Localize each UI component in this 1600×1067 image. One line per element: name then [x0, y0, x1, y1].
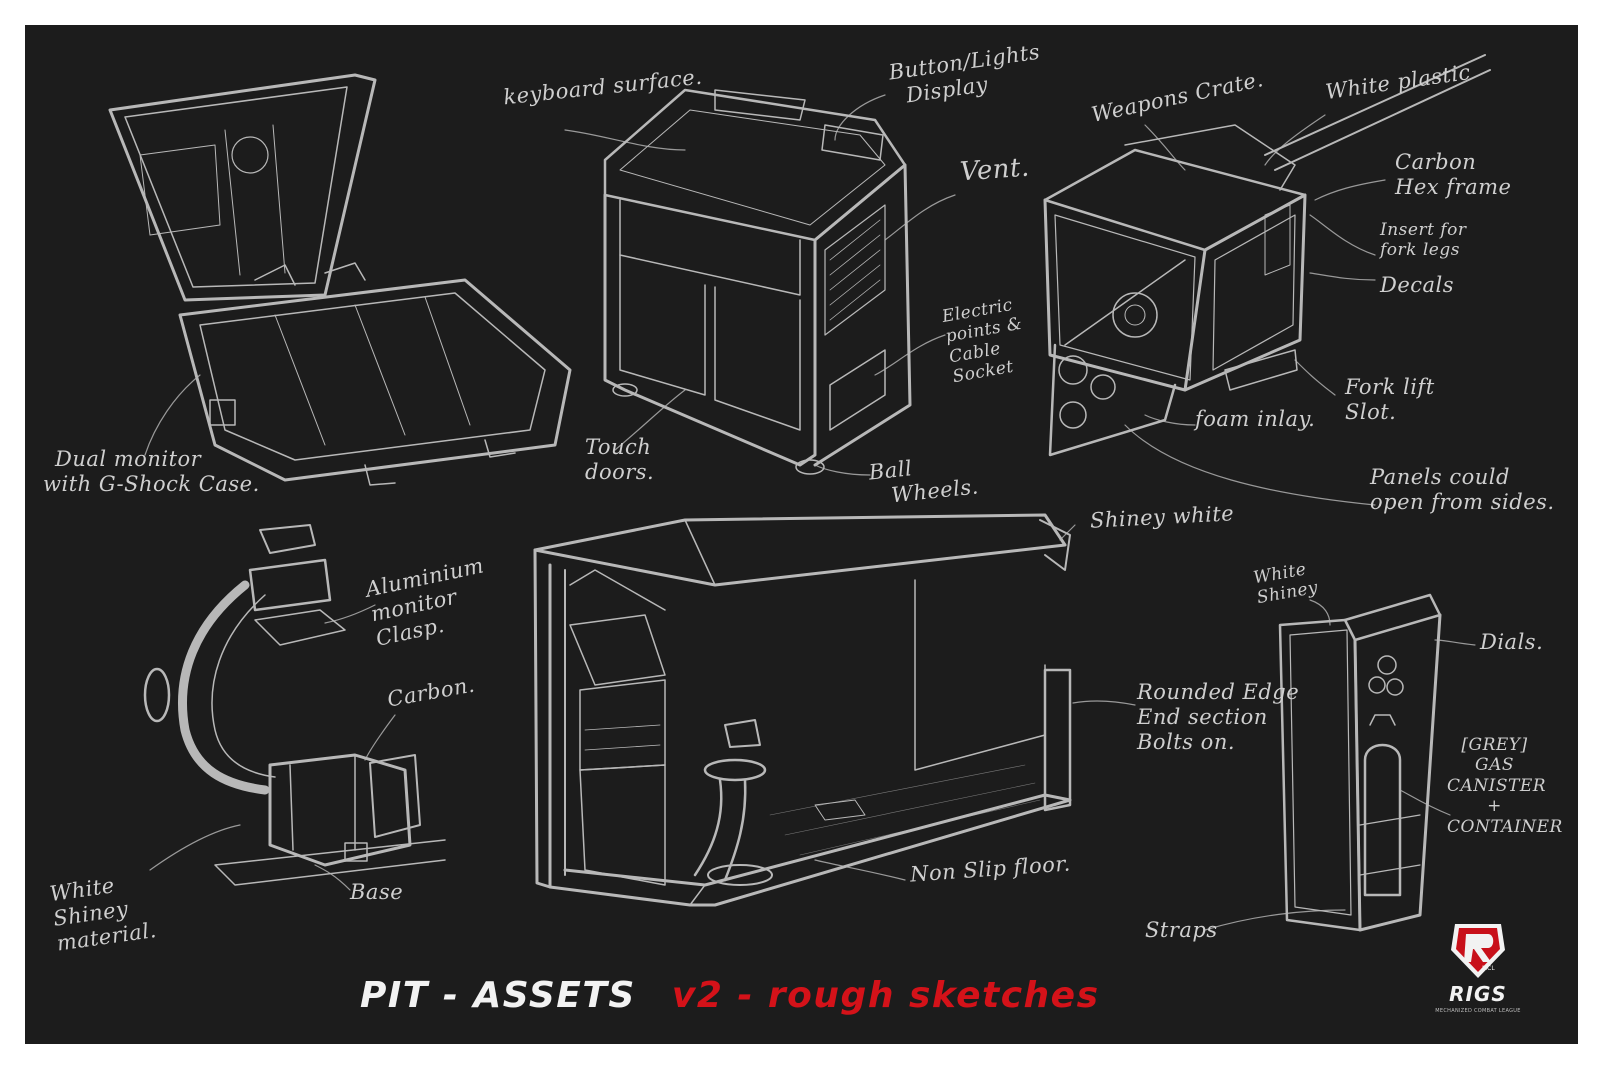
note-line: Touch	[585, 435, 652, 459]
note-line: Hex frame	[1395, 175, 1512, 200]
note-electric: Electric points & Cable Socket	[941, 294, 1032, 388]
note-touch-doors: Touch doors.	[585, 435, 654, 485]
sketch-drawings	[108, 54, 1491, 932]
note-decals: Decals	[1380, 273, 1455, 297]
note-fork-lift: Fork lift Slot.	[1345, 375, 1435, 425]
sketch-monitor-arm	[143, 524, 446, 886]
note-line: [GREY]	[1461, 735, 1528, 755]
note-line: doors.	[585, 460, 655, 485]
note-line: CONTAINER	[1447, 816, 1563, 837]
logo-word: RIGS	[1449, 982, 1507, 1006]
logo-tagline: MECHANIZED COMBAT LEAGUE	[1435, 1008, 1521, 1014]
sketch-weapons-crate	[1043, 54, 1491, 457]
note-line: CANISTER	[1447, 775, 1547, 796]
note-line: Insert for	[1380, 220, 1467, 240]
note-line: with G-Shock Case.	[43, 472, 260, 497]
note-base: Base	[350, 880, 404, 904]
page-title: PIT - ASSETS v2 - rough sketches	[360, 975, 1100, 1016]
sketch-gas-locker	[1278, 593, 1442, 932]
note-dials: Dials.	[1480, 630, 1544, 654]
sketch-cabinet	[603, 88, 912, 475]
note-line: Dual monitor	[55, 447, 202, 471]
note-line: Rounded Edge	[1137, 680, 1300, 704]
rigs-shield-icon: MCL	[1451, 924, 1505, 978]
sketch-board: Dual monitor with G-Shock Case. keyboard…	[25, 25, 1578, 1044]
title-main: PIT - ASSETS	[360, 975, 636, 1016]
note-line: Bolts on.	[1137, 730, 1236, 755]
note-line: open from sides.	[1370, 490, 1555, 515]
note-line: Slot.	[1345, 400, 1397, 425]
note-line: End section	[1137, 705, 1268, 730]
note-panels-open: Panels could open from sides.	[1370, 465, 1555, 515]
note-line: fork legs	[1380, 240, 1460, 261]
note-foam-inlay: foam inlay.	[1195, 407, 1316, 431]
note-line: Fork lift	[1345, 375, 1435, 399]
note-line: Panels could	[1370, 465, 1510, 489]
note-carbon-hex: Carbon Hex frame	[1395, 150, 1511, 200]
sketch-pit-booth	[533, 513, 1072, 907]
note-vent: Vent.	[958, 152, 1031, 188]
note-straps: Straps	[1145, 918, 1218, 942]
logo-badge: MCL	[1482, 965, 1495, 972]
note-line: GAS	[1474, 755, 1514, 776]
note-grey-gas: [GREY] GAS CANISTER + CONTAINER	[1447, 735, 1563, 837]
note-white-shiney-material: White Shiney material.	[48, 868, 158, 957]
title-sub: v2 - rough sketches	[671, 975, 1100, 1016]
note-dual-monitor: Dual monitor with G-Shock Case.	[43, 447, 260, 497]
sketch-monitor-case	[108, 73, 572, 486]
note-insert-fork: Insert for fork legs	[1380, 220, 1466, 261]
note-rounded-edge: Rounded Edge End section Bolts on.	[1137, 680, 1299, 756]
note-line: +	[1487, 796, 1502, 817]
note-line: Carbon	[1395, 150, 1477, 174]
leader-lines	[144, 94, 1476, 931]
rigs-logo: MCL RIGS MECHANIZED COMBAT LEAGUE	[1433, 920, 1523, 1038]
